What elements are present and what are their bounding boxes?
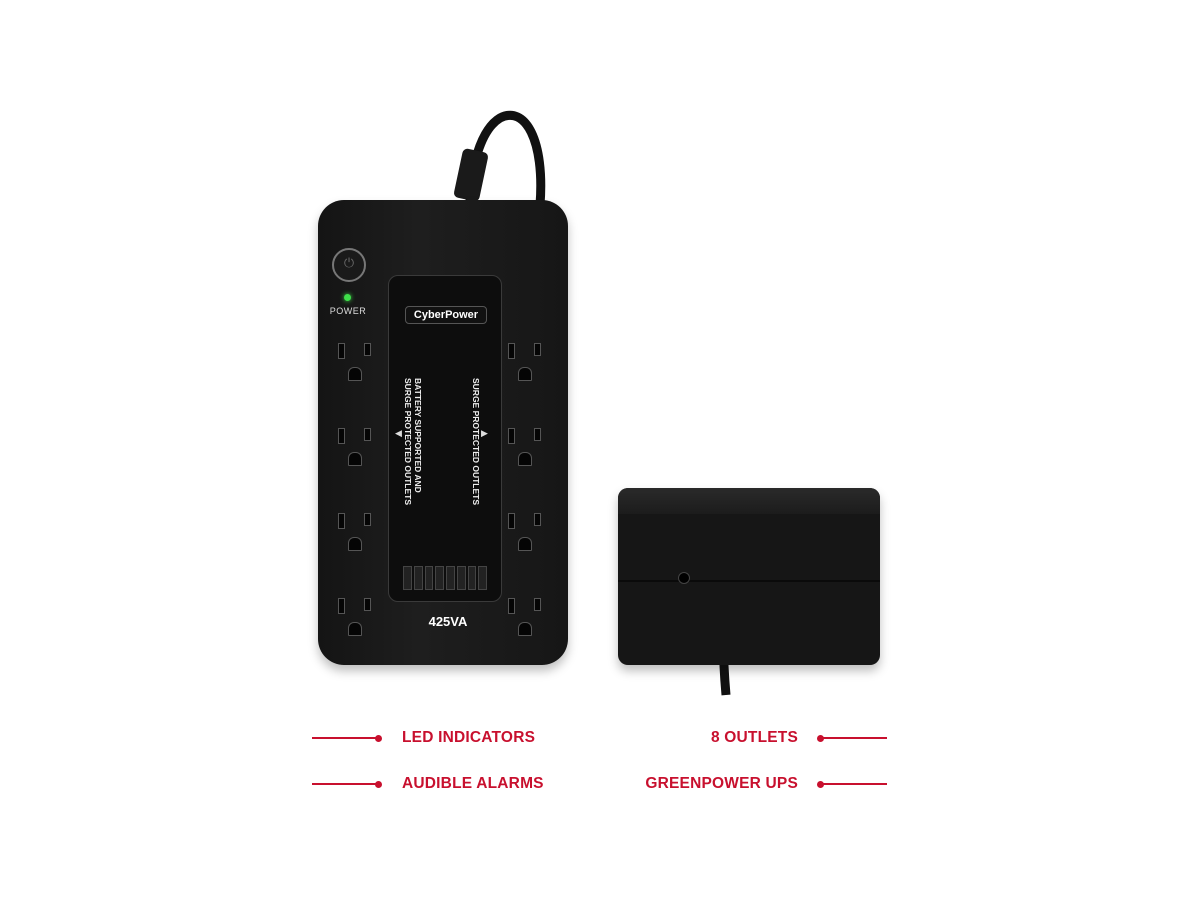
battery-outlets-label-line1: BATTERY SUPPORTED AND [413,378,423,493]
phone-jack [678,572,690,584]
ups-front-view: ⏻ POWER CyberPower BATTERY SUPPORTED AND… [318,200,568,665]
ac-outlet [336,598,376,638]
arrow-left-icon: ◀ [395,428,402,438]
ac-outlet [336,428,376,468]
vent-grille [403,566,487,590]
callout-dot [817,735,824,742]
top-lid [618,488,880,514]
battery-outlets-label: BATTERY SUPPORTED AND SURGE PROTECTED OU… [403,378,423,505]
ac-outlet [506,598,546,638]
case-seam [618,580,880,582]
callout-dot [375,735,382,742]
callout-audible-alarms: AUDIBLE ALARMS [402,775,544,792]
ac-outlet [336,343,376,383]
callout-line [312,783,378,785]
callout-dot [817,781,824,788]
battery-outlets-label-line2: SURGE PROTECTED OUTLETS [403,378,413,506]
ac-outlet [506,513,546,553]
power-label: POWER [329,306,367,316]
arrow-right-icon: ▶ [481,428,488,438]
power-icon: ⏻ [343,255,355,270]
callout-line [821,737,887,739]
callout-line [821,783,887,785]
callout-greenpower-ups: GREENPOWER UPS [645,775,798,792]
surge-outlets-label: SURGE PROTECTED OUTLETS [471,378,481,506]
model-label: 425VA [428,614,468,629]
callout-led-indicators: LED INDICATORS [402,729,536,746]
ups-side-view [618,488,880,665]
ac-outlet [506,343,546,383]
ac-outlet [506,428,546,468]
center-panel: CyberPower BATTERY SUPPORTED AND SURGE P… [388,275,502,602]
callout-line [312,737,378,739]
callout-8-outlets: 8 OUTLETS [710,729,798,746]
brand-logo: CyberPower [405,306,487,324]
callout-dot [375,781,382,788]
power-led-indicator [344,294,351,301]
power-button: ⏻ [332,248,366,282]
ac-outlet [336,513,376,553]
